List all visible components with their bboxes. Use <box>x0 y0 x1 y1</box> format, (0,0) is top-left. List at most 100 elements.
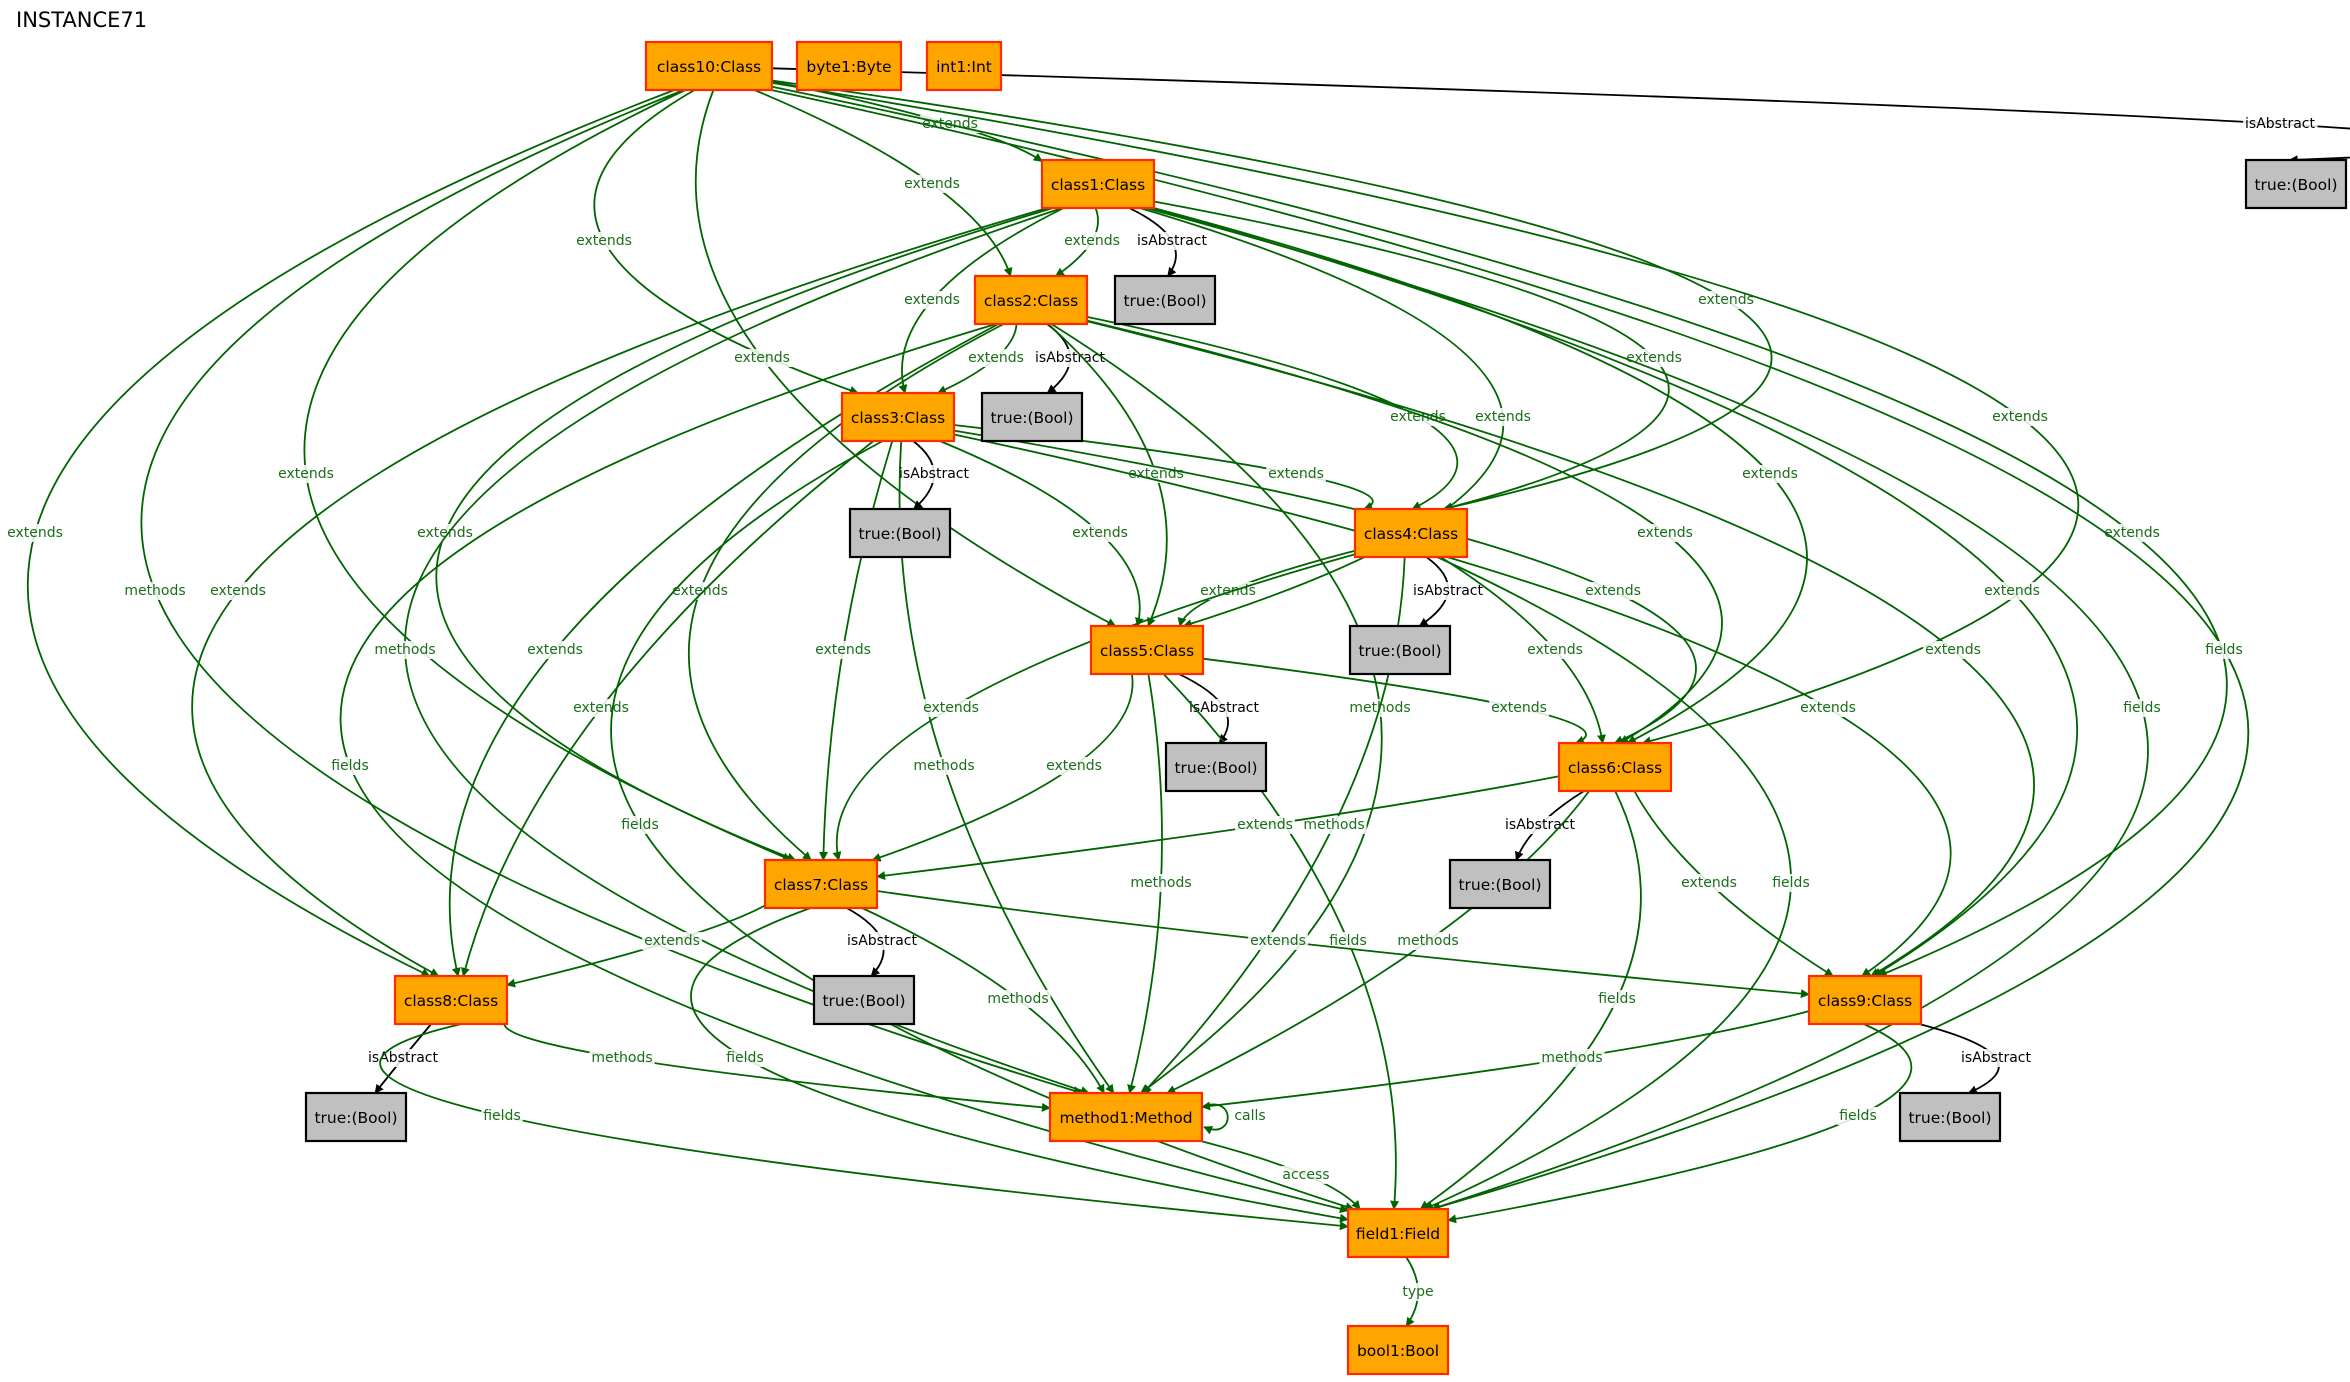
node-label: class3:Class <box>851 409 945 427</box>
edge-label-extends: extends <box>210 583 266 599</box>
node-label: true:(Bool) <box>1174 759 1257 777</box>
edge-label-extends: extends <box>1984 583 2040 599</box>
edge-label-extends: extends <box>968 350 1024 366</box>
edge-line <box>1200 1140 1361 1210</box>
node-true5[interactable]: true:(Bool) <box>1164 741 1268 793</box>
edge-label-isabstract: isAbstract <box>368 1050 438 1066</box>
edge-label-extends: extends <box>1200 583 1256 599</box>
edge-label-background <box>724 1049 766 1067</box>
edge-class3-class4: extends <box>953 424 1374 511</box>
node-label: true:(Bool) <box>1908 1109 1991 1127</box>
edge-class6-true6: isAbstract <box>1503 790 1585 861</box>
edge-label-background <box>732 349 792 367</box>
node-box <box>980 391 1084 443</box>
edge-label-extends: extends <box>1491 700 1547 716</box>
edge-label-isabstract: isAbstract <box>1505 817 1575 833</box>
node-class4[interactable]: class4:Class <box>1353 507 1469 559</box>
node-true9[interactable]: true:(Bool) <box>1898 1091 2002 1143</box>
edge-label-background <box>897 465 972 483</box>
edge-class3-class7: extends <box>813 440 894 861</box>
edge-label-fields: fields <box>483 1108 521 1124</box>
edge-label-background <box>619 816 661 834</box>
node-box <box>1048 1091 1204 1143</box>
node-true3[interactable]: true:(Bool) <box>848 507 952 559</box>
edge-label-isabstract: isAbstract <box>1035 350 1105 366</box>
edge-class9-method1: methods <box>1201 1010 1810 1111</box>
node-box <box>925 40 1003 92</box>
node-box <box>840 391 956 443</box>
edge-class1-class3: extends <box>898 207 1065 394</box>
edge-label-extends: extends <box>1585 583 1641 599</box>
edge-class4-field1: fields <box>1424 556 1812 1210</box>
node-label: class1:Class <box>1051 176 1145 194</box>
edge-class1-class5: extends <box>1139 207 1533 628</box>
node-byte1[interactable]: byte1:Byte <box>795 40 903 92</box>
edge-label-fields: fields <box>2205 642 2243 658</box>
edge-class8-method1: methods <box>503 1018 1051 1112</box>
edge-class1-class6: extends <box>1153 207 1808 744</box>
edge-line <box>771 89 2250 1212</box>
node-true8[interactable]: true:(Bool) <box>304 1091 408 1143</box>
edge-label-background <box>1280 1166 1332 1184</box>
node-class1[interactable]: class1:Class <box>1040 158 1156 210</box>
edge-label-background <box>208 582 268 600</box>
node-class9[interactable]: class9:Class <box>1807 974 1923 1026</box>
node-class5[interactable]: class5:Class <box>1089 624 1205 676</box>
edge-label-extends: extends <box>1046 758 1102 774</box>
edge-label-extends: extends <box>1475 409 1531 425</box>
edge-label-background <box>813 641 873 659</box>
node-method1[interactable]: method1:Method <box>1048 1091 1204 1143</box>
node-box <box>644 40 774 92</box>
node-field1[interactable]: field1:Field <box>1346 1207 1450 1259</box>
edge-label-isabstract: isAbstract <box>1413 583 1483 599</box>
edge-label-background <box>571 699 631 717</box>
node-box <box>1040 158 1156 210</box>
node-label: class2:Class <box>984 292 1078 310</box>
edge-class10-class8: extends <box>5 89 675 977</box>
edge-label-background <box>525 641 585 659</box>
edge-label-background <box>1388 408 1448 426</box>
node-true2[interactable]: true:(Bool) <box>980 391 1084 443</box>
edge-label-methods: methods <box>124 583 185 599</box>
node-box <box>1346 1207 1450 1259</box>
node-class10[interactable]: class10:Class <box>644 40 774 92</box>
node-true4[interactable]: true:(Bool) <box>1348 624 1452 676</box>
node-box <box>1448 858 1552 910</box>
edge-label-extends: extends <box>417 525 473 541</box>
node-bool1[interactable]: bool1:Bool <box>1346 1324 1450 1376</box>
node-class7[interactable]: class7:Class <box>763 858 879 910</box>
node-class3[interactable]: class3:Class <box>840 391 956 443</box>
edge-class7-method1: methods <box>861 907 1105 1094</box>
node-box <box>2244 158 2348 210</box>
node-class8[interactable]: class8:Class <box>393 974 509 1026</box>
node-label: int1:Int <box>936 58 992 76</box>
edge-label-background <box>1135 232 1210 250</box>
edge-class4-class7: extends <box>832 553 1356 861</box>
node-true7[interactable]: true:(Bool) <box>812 974 916 1026</box>
edge-line <box>771 85 2228 978</box>
edge-line <box>404 207 1090 1095</box>
edge-class5-class6: extends <box>1202 657 1587 745</box>
edge-class10-class3: extends <box>574 89 859 395</box>
edge-method1-field1: access <box>1200 1140 1361 1210</box>
edge-method1-method1: calls <box>1201 1103 1268 1135</box>
edge-label-extends: extends <box>1064 233 1120 249</box>
edge-label-extends: extends <box>1626 350 1682 366</box>
edge-class9-true9: isAbstract <box>1918 1023 2034 1094</box>
edge-class8-true8: isAbstract <box>366 1023 441 1094</box>
node-box <box>973 274 1089 326</box>
node-true1[interactable]: true:(Bool) <box>1113 274 1217 326</box>
node-box <box>1353 507 1469 559</box>
edge-label-extends: extends <box>1681 875 1737 891</box>
edge-label-fields: fields <box>1772 875 1810 891</box>
node-true6[interactable]: true:(Bool) <box>1448 858 1552 910</box>
edge-label-background <box>1232 1107 1268 1125</box>
node-class6[interactable]: class6:Class <box>1557 741 1673 793</box>
edge-class9-field1: fields <box>1447 1023 1913 1224</box>
node-int1[interactable]: int1:Int <box>925 40 1003 92</box>
node-label: true:(Bool) <box>2254 176 2337 194</box>
node-class2[interactable]: class2:Class <box>973 274 1089 326</box>
edge-label-background <box>589 1049 655 1067</box>
node-true0[interactable]: true:(Bool) <box>2244 158 2348 210</box>
edge-label-extends: extends <box>672 583 728 599</box>
